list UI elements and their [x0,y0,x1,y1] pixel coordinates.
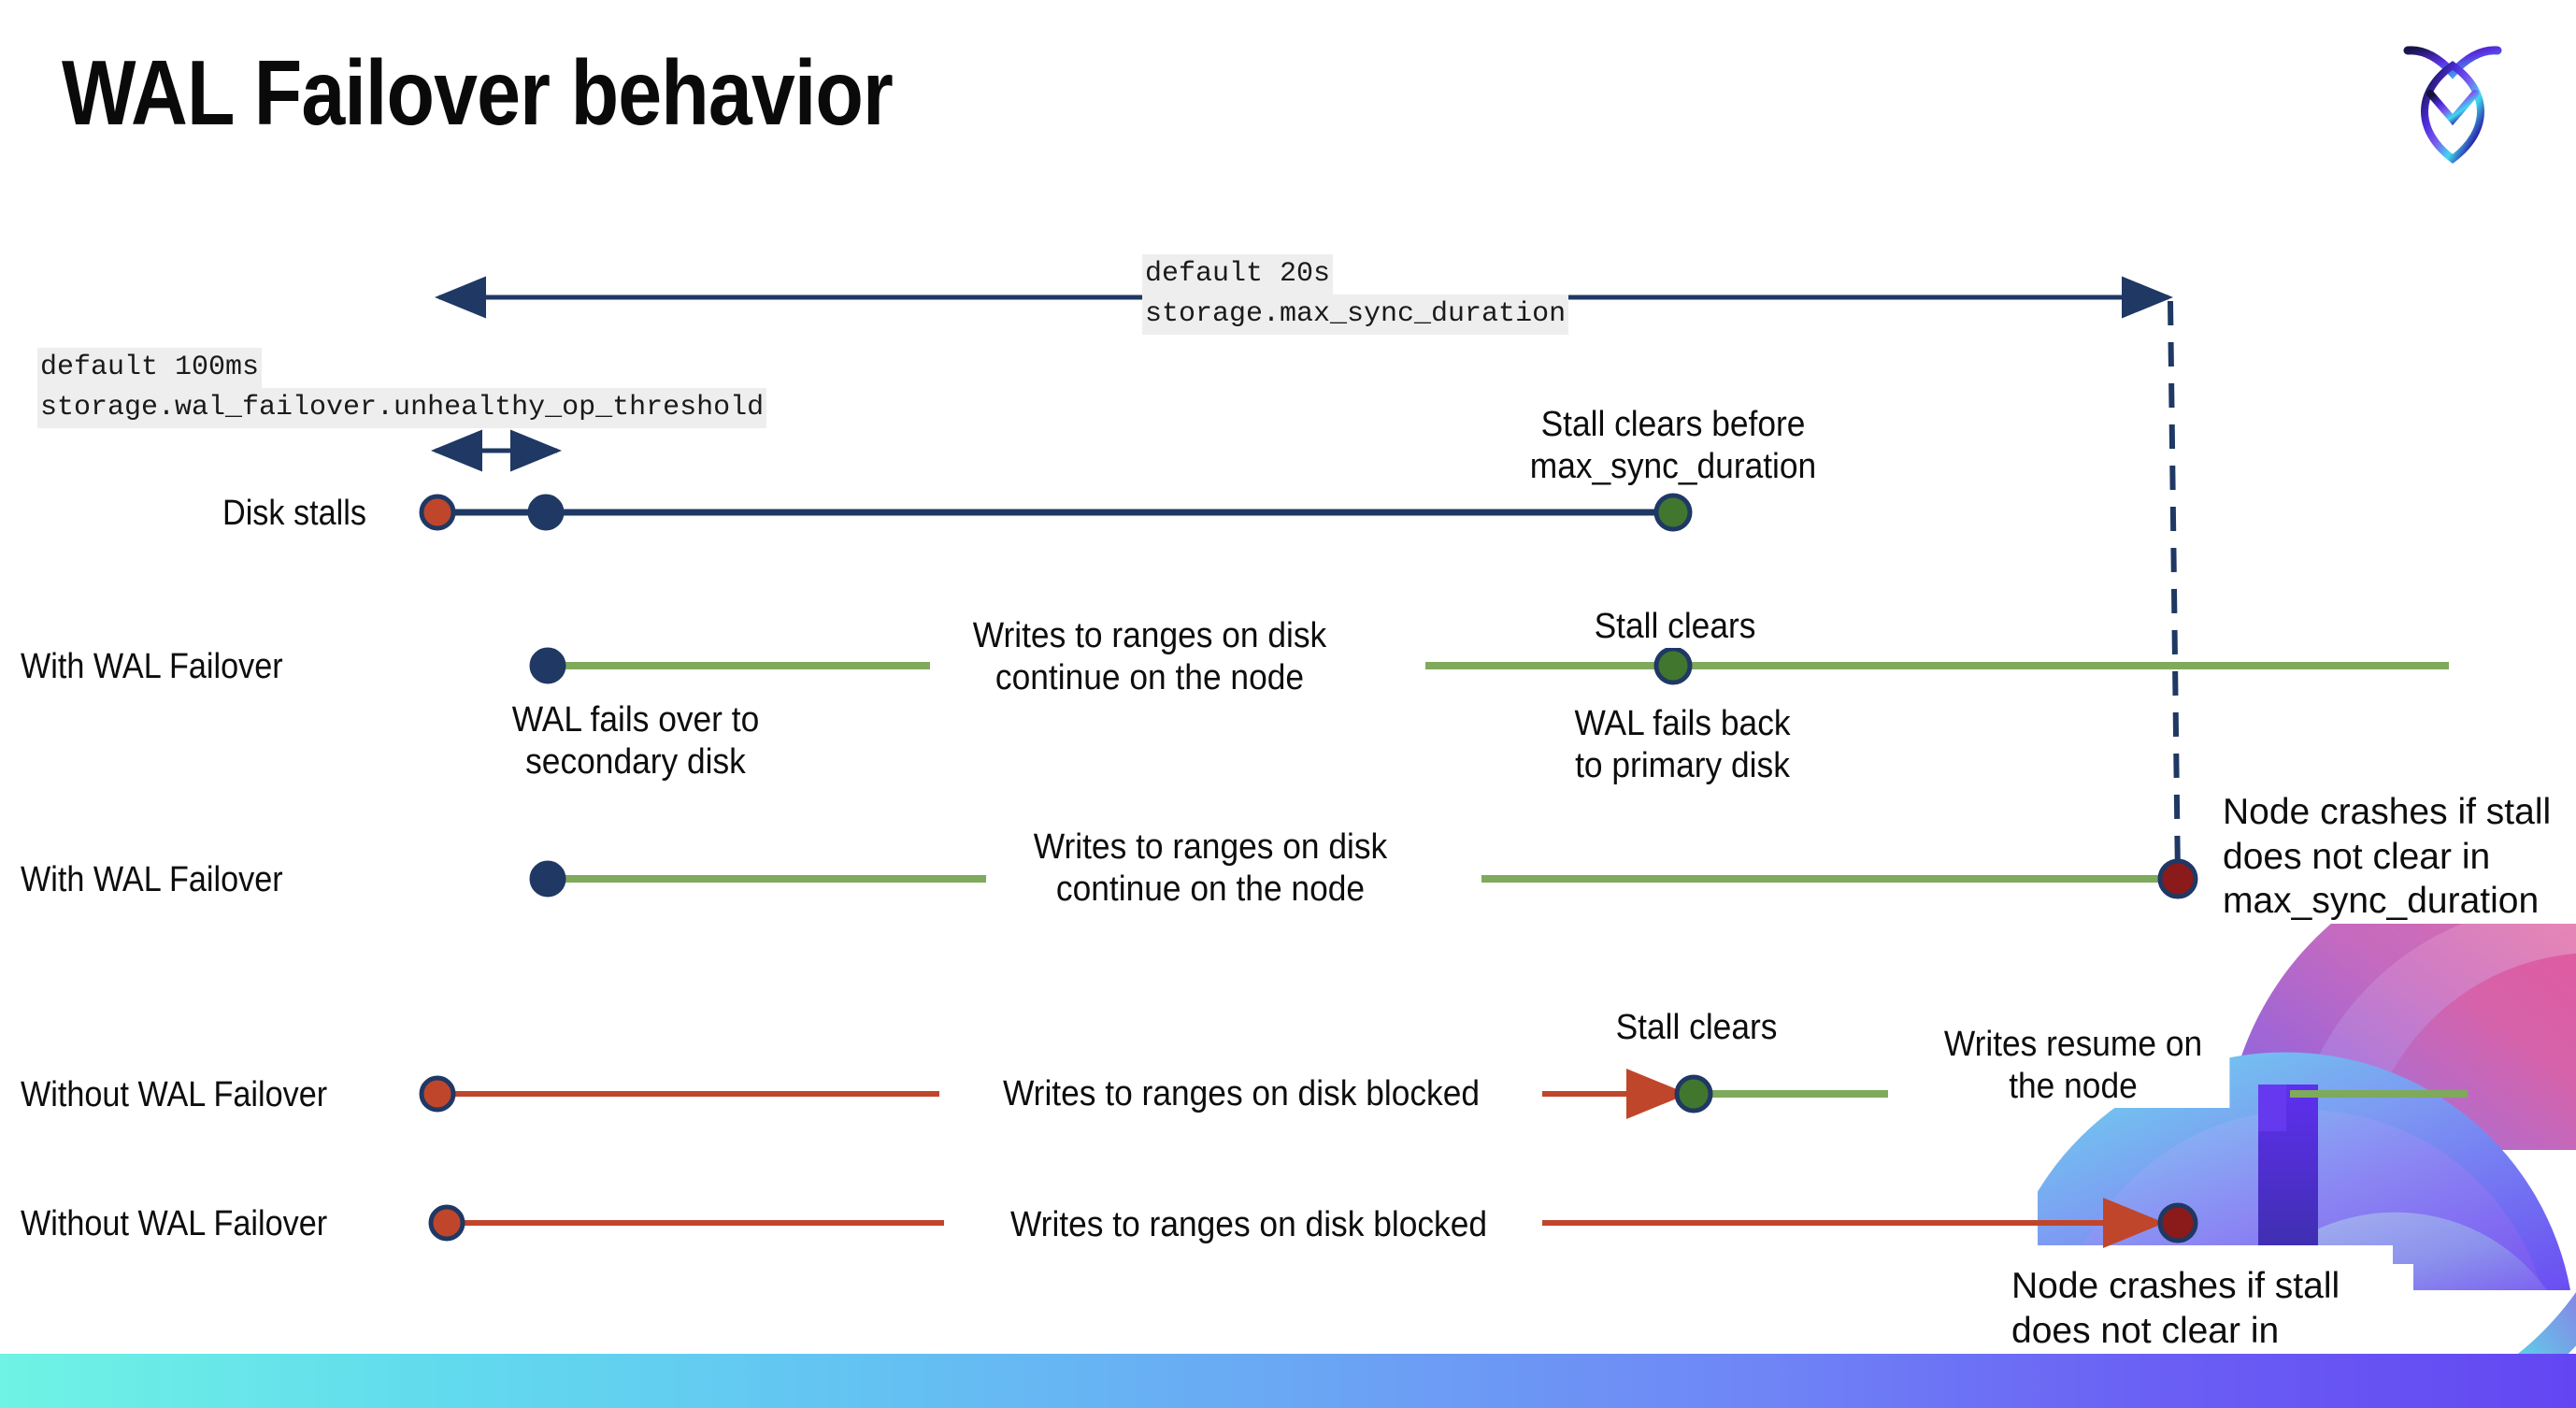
caption-writes-continue-1: Writes to ranges on disk continue on the… [950,615,1350,699]
cockroachdb-logo-icon [2403,46,2502,165]
caption-wal-fails-over: WAL fails over to secondary disk [479,699,793,783]
caption-stall-clears-2: Stall clears [1531,1007,1862,1049]
caption-writes-blocked-2: Writes to ranges on disk blocked [970,1204,1527,1246]
row-with-wal-failover-1-track [529,646,2449,685]
caption-writes-blocked-1: Writes to ranges on disk blocked [963,1073,1520,1115]
row-with-wal-failover-2-track [529,858,2198,899]
caption-stall-clears-before: Stall clears before max_sync_duration [1508,404,1839,488]
annotation-max-sync-setting: storage.max_sync_duration [1142,294,1569,335]
row-label-disk-stalls: Disk stalls [222,494,366,533]
caption-writes-continue-2: Writes to ranges on disk continue on the… [1006,826,1415,911]
row-label-without-wal-failover-1: Without WAL Failover [21,1075,328,1114]
annotation-unhealthy-op-threshold: default 100ms storage.wal_failover.unhea… [37,348,767,428]
annotation-unhealthy-default: default 100ms [37,348,263,388]
page-title: WAL Failover behavior [62,41,894,144]
row-label-with-wal-failover-1: With WAL Failover [21,647,283,686]
annotation-max-sync-default: default 20s [1142,254,1334,295]
bottom-gradient-bar [0,1354,2576,1408]
caption-stall-clears-1: Stall clears [1570,606,1780,648]
caption-writes-resume: Writes resume on the node [1916,1024,2230,1108]
row-label-with-wal-failover-2: With WAL Failover [21,860,283,899]
annotation-max-sync-duration: default 20s storage.max_sync_duration [1142,254,1569,335]
annotation-unhealthy-setting: storage.wal_failover.unhealthy_op_thresh… [37,387,767,428]
caption-node-crashes-1: Node crashes if stall does not clear in … [2223,790,2576,924]
caption-wal-fails-back: WAL fails back to primary disk [1552,703,1813,787]
row-label-without-wal-failover-2: Without WAL Failover [21,1204,328,1243]
max-sync-dashed-dropline [2168,300,2181,878]
row-disk-stalls-track [419,493,1693,532]
